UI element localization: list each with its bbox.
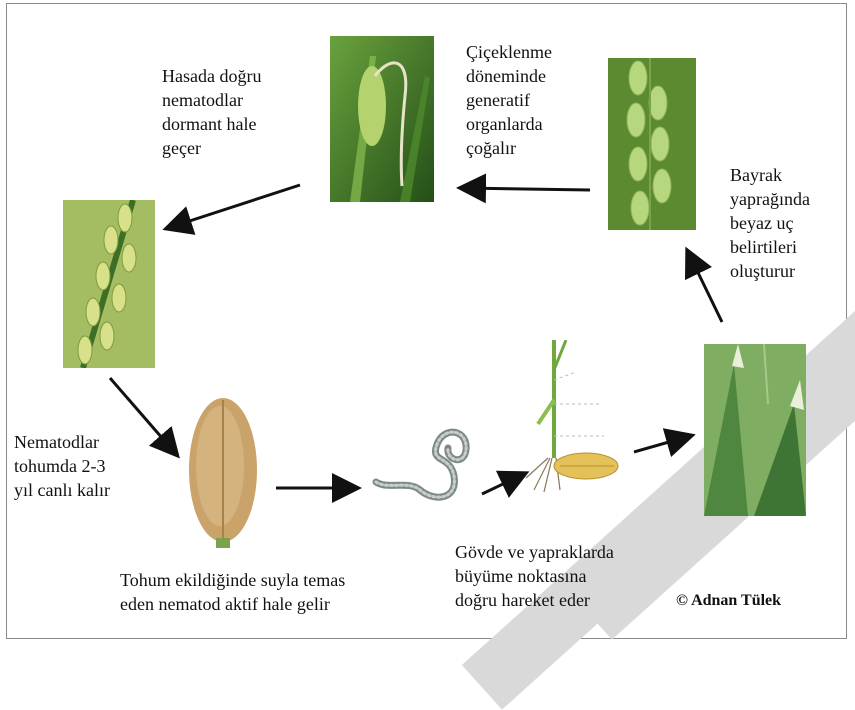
label-line: Tohum ekildiğinde suyla temas <box>120 568 345 592</box>
arrow-flowering-to-panicle <box>462 188 590 190</box>
label-flag-leaf: Bayrak yaprağında beyaz uç belirtileri o… <box>730 163 810 283</box>
arrow-mature-to-seed <box>110 378 176 454</box>
arrow-flagleaf-to-flowering <box>688 252 722 322</box>
label-line: geçer <box>162 136 261 160</box>
arrow-nematode-to-seedling <box>482 474 524 494</box>
label-harvest: Hasada doğru nematodlar dormant hale geç… <box>162 64 261 160</box>
arrow-seedling-to-flagleaf <box>634 436 690 452</box>
label-line: Çiçeklenme <box>466 40 552 64</box>
label-line: büyüme noktasına <box>455 564 614 588</box>
label-line: organlarda <box>466 112 552 136</box>
label-line: tohumda 2-3 <box>14 454 110 478</box>
label-line: Nematodlar <box>14 430 110 454</box>
label-line: eden nematod aktif hale gelir <box>120 592 345 616</box>
label-growth-point: Gövde ve yapraklarda büyüme noktasına do… <box>455 540 614 612</box>
label-line: Gövde ve yapraklarda <box>455 540 614 564</box>
label-line: belirtileri <box>730 235 810 259</box>
label-line: döneminde <box>466 64 552 88</box>
label-line: dormant hale <box>162 112 261 136</box>
label-seed-survival: Nematodlar tohumda 2-3 yıl canlı kalır <box>14 430 110 502</box>
label-line: generatif <box>466 88 552 112</box>
label-line: nematodlar <box>162 88 261 112</box>
label-line: doğru hareket eder <box>455 588 614 612</box>
label-flowering: Çiçeklenme döneminde generatif organlard… <box>466 40 552 160</box>
label-line: yaprağında <box>730 187 810 211</box>
cycle-arrows <box>0 0 855 646</box>
label-sowing: Tohum ekildiğinde suyla temas eden nemat… <box>120 568 345 616</box>
label-line: beyaz uç <box>730 211 810 235</box>
arrow-harvest-to-mature <box>168 185 300 228</box>
label-line: oluşturur <box>730 259 810 283</box>
label-line: çoğalır <box>466 136 552 160</box>
label-line: Bayrak <box>730 163 810 187</box>
copyright-text: © Adnan Tülek <box>676 592 781 610</box>
label-line: yıl canlı kalır <box>14 478 110 502</box>
label-line: Hasada doğru <box>162 64 261 88</box>
